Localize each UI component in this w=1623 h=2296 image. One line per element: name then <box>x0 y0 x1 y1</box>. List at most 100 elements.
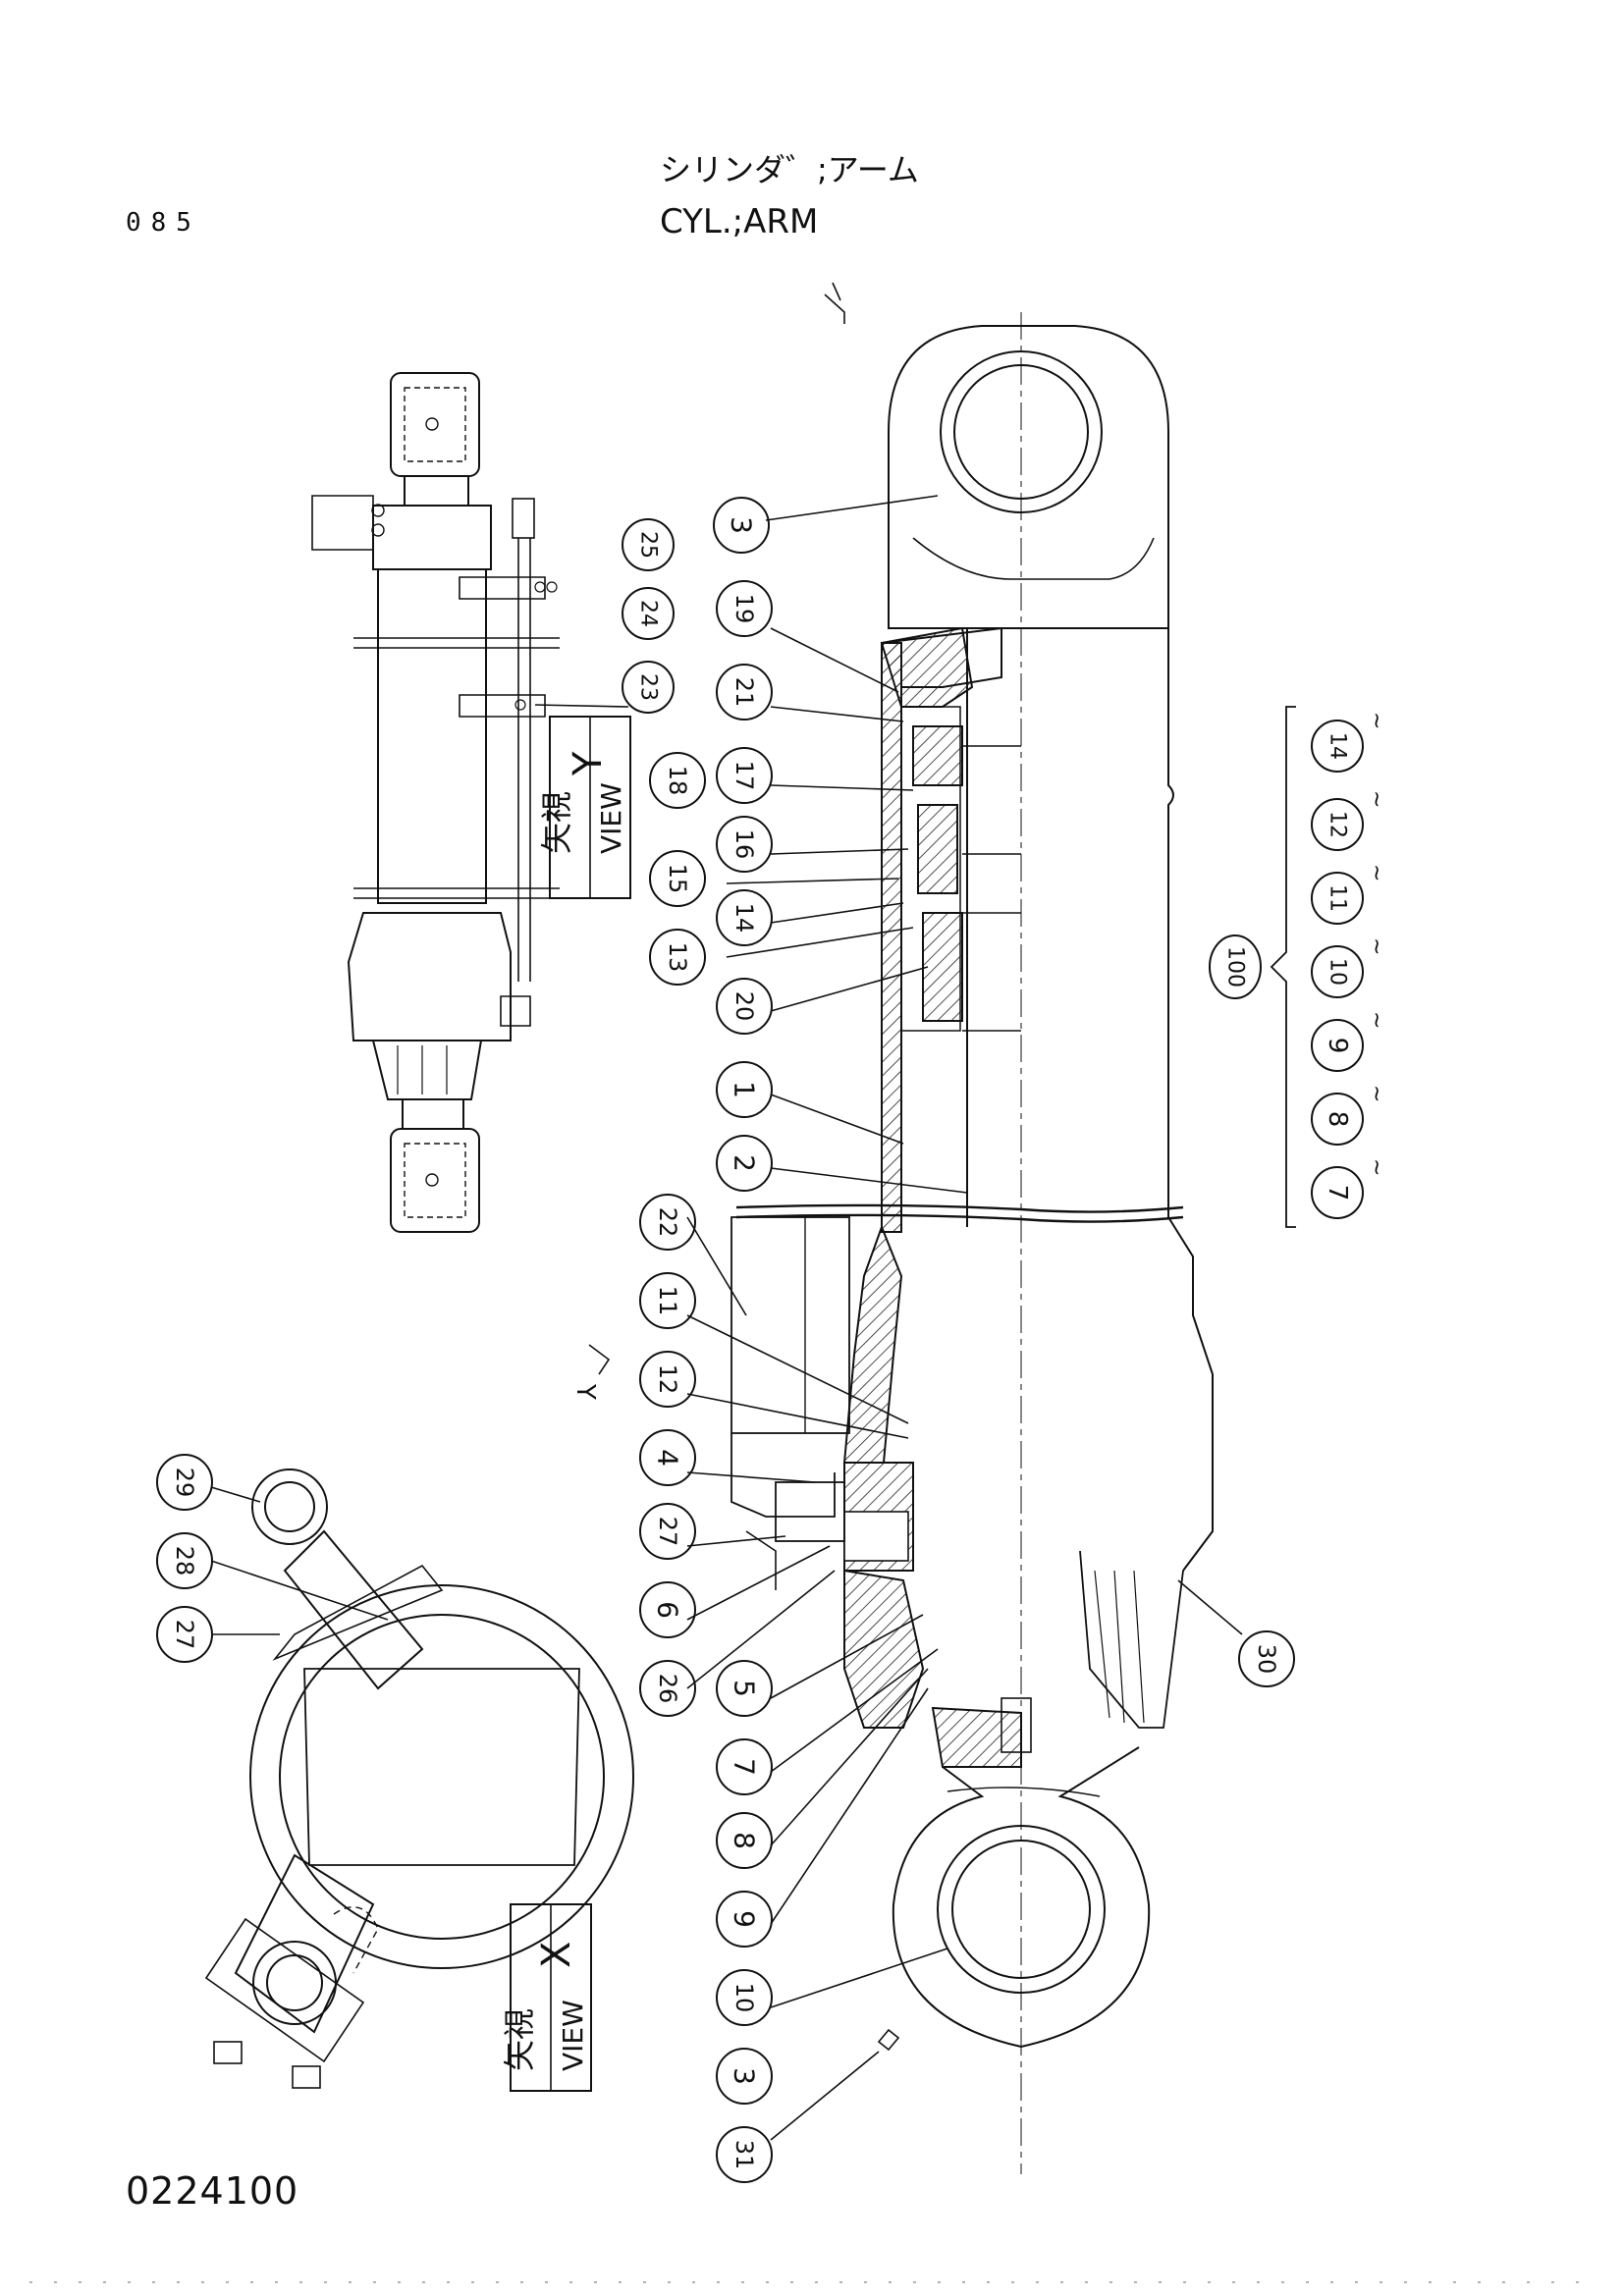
callout-1: 1 <box>716 1061 773 1118</box>
page-number: 085 <box>126 208 201 238</box>
callout-13: 13 <box>649 929 706 986</box>
callout-26: 26 <box>639 1660 696 1717</box>
callout-8: 8 <box>716 1812 773 1869</box>
svg-text:4: 4 <box>652 1449 684 1467</box>
callout-11: 11 <box>639 1272 696 1329</box>
svg-text:3: 3 <box>726 516 758 534</box>
view-y-label: 矢視 VIEW Y <box>538 716 631 899</box>
callout-18: 18 <box>649 752 706 809</box>
svg-text:30: 30 <box>1253 1644 1280 1675</box>
callout-23: 23 <box>622 661 675 714</box>
svg-text:9: 9 <box>729 1910 761 1928</box>
svg-text:11: 11 <box>654 1286 681 1316</box>
svg-text:5: 5 <box>729 1680 761 1697</box>
view-x-label-jp: 矢視 <box>501 2008 538 2071</box>
kit-member-7: 7 <box>1311 1166 1364 1219</box>
callout-19: 19 <box>716 580 773 637</box>
callout-10: 10 <box>716 1969 773 2026</box>
svg-text:2: 2 <box>729 1154 761 1172</box>
callout-5: 5 <box>716 1660 773 1717</box>
svg-text:27: 27 <box>171 1620 198 1650</box>
svg-text:26: 26 <box>654 1674 681 1704</box>
svg-text:13: 13 <box>664 942 691 973</box>
svg-text:14: 14 <box>1325 732 1350 760</box>
view-x-label-en: VIEW <box>557 2000 589 2071</box>
callout-16: 16 <box>716 816 773 873</box>
callout-balloons: 3 19 21 18 17 16 15 14 13 20 1 2 22 11 1… <box>156 497 1295 2183</box>
svg-text:25: 25 <box>636 531 661 559</box>
svg-text:7: 7 <box>1323 1185 1352 1201</box>
kit-range-mark: ~ <box>1364 864 1388 881</box>
view-x-letter: X <box>534 1942 579 1968</box>
callout-20: 20 <box>716 978 773 1035</box>
svg-text:15: 15 <box>664 864 691 894</box>
callout-14: 14 <box>716 889 773 946</box>
svg-text:19: 19 <box>730 594 758 624</box>
callout-6: 6 <box>639 1581 696 1638</box>
view-x-drawing <box>204 1468 634 2089</box>
svg-text:8: 8 <box>729 1832 761 1849</box>
svg-text:7: 7 <box>729 1758 761 1776</box>
svg-text:23: 23 <box>636 673 661 701</box>
title-japanese: シリンダ゛;アーム <box>660 151 919 188</box>
svg-text:11: 11 <box>1325 884 1350 912</box>
svg-text:28: 28 <box>171 1546 198 1576</box>
callout-9: 9 <box>716 1891 773 1948</box>
svg-text:3: 3 <box>729 2067 761 2085</box>
svg-text:31: 31 <box>730 2140 758 2170</box>
svg-text:10: 10 <box>1325 958 1350 986</box>
svg-text:27: 27 <box>654 1517 681 1547</box>
callout-100: 100 <box>1209 934 1262 999</box>
svg-text:9: 9 <box>1323 1038 1352 1054</box>
kit-member-14: 14 <box>1311 720 1364 773</box>
svg-text:18: 18 <box>664 766 691 796</box>
svg-text:24: 24 <box>636 600 661 627</box>
callout-22: 22 <box>639 1194 696 1251</box>
svg-text:29: 29 <box>171 1468 198 1498</box>
svg-text:6: 6 <box>652 1601 684 1619</box>
kit-range-mark: ~ <box>1364 1158 1388 1176</box>
svg-text:20: 20 <box>730 991 758 1022</box>
svg-text:8: 8 <box>1323 1111 1352 1128</box>
svg-text:16: 16 <box>730 829 758 860</box>
svg-text:12: 12 <box>1325 811 1350 838</box>
callout-25: 25 <box>622 518 675 571</box>
kit-range-mark: ~ <box>1364 937 1388 955</box>
callout-21: 21 <box>716 664 773 721</box>
callout-30: 30 <box>1238 1630 1295 1687</box>
kit-member-12: 12 <box>1311 798 1364 851</box>
callout-17: 17 <box>716 747 773 804</box>
callout-27-view-x: 27 <box>156 1606 213 1663</box>
view-y-letter: Y <box>566 751 611 776</box>
kit-member-8: 8 <box>1311 1093 1364 1146</box>
kit-range-mark: ~ <box>1364 1085 1388 1102</box>
svg-text:21: 21 <box>730 677 758 708</box>
kit-assembly-group: 100 7 8 9 10 11 12 14 ~ ~ ~ ~ ~ ~ ~ <box>1209 712 1388 1219</box>
callout-29: 29 <box>156 1454 213 1511</box>
title-english: CYL.;ARM <box>660 202 819 241</box>
svg-text:1: 1 <box>729 1081 761 1098</box>
callout-15: 15 <box>649 850 706 907</box>
kit-range-mark: ~ <box>1364 1011 1388 1029</box>
view-x-label: 矢視 VIEW X <box>501 1903 592 2092</box>
callout-28: 28 <box>156 1532 213 1589</box>
svg-text:10: 10 <box>730 1983 758 2013</box>
document-code: 0224100 <box>126 2169 299 2213</box>
callout-3-bottom: 3 <box>716 2048 773 2105</box>
kit-member-11: 11 <box>1311 872 1364 925</box>
kit-member-10: 10 <box>1311 945 1364 998</box>
callout-3-top: 3 <box>713 497 770 554</box>
svg-text:12: 12 <box>654 1364 681 1395</box>
kit-range-mark: ~ <box>1364 712 1388 729</box>
callout-27: 27 <box>639 1503 696 1560</box>
view-y-marker: Y <box>570 1383 600 1400</box>
view-y-drawing <box>311 372 560 1233</box>
kit-range-mark: ~ <box>1364 790 1388 808</box>
kit-member-9: 9 <box>1311 1019 1364 1072</box>
svg-text:14: 14 <box>730 903 758 934</box>
callout-24: 24 <box>622 587 675 640</box>
svg-text:17: 17 <box>730 761 758 791</box>
callout-4: 4 <box>639 1429 696 1486</box>
